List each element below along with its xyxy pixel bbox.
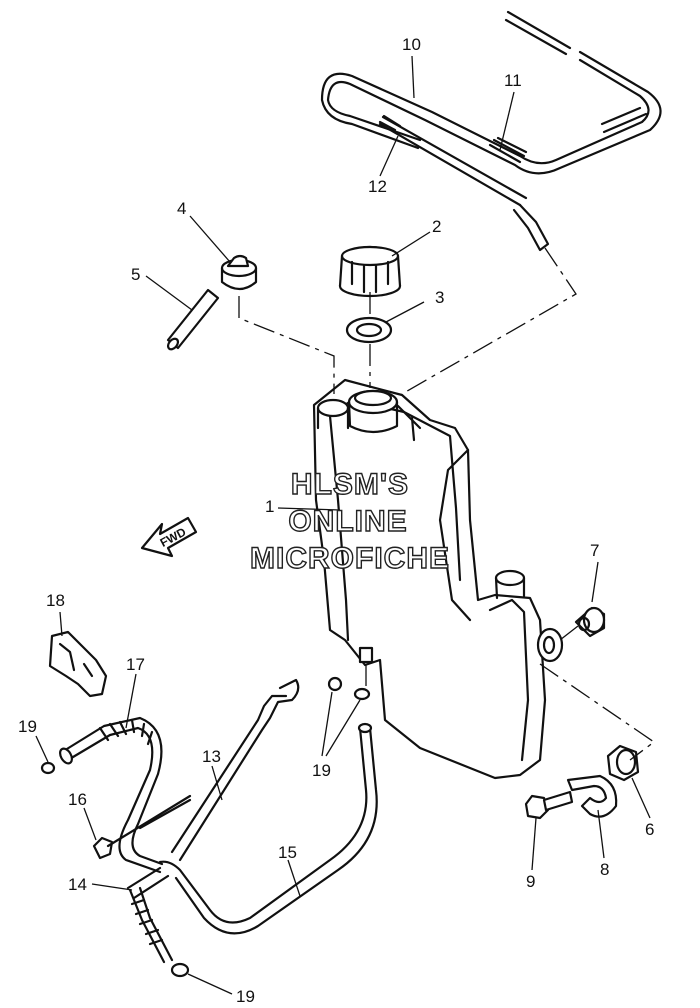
- callout-11: 11: [504, 71, 522, 90]
- watermark-line-1: HLSM'S: [291, 468, 409, 501]
- gasket-3: [345, 316, 393, 344]
- callout-3: 3: [435, 288, 444, 307]
- hose-15: [158, 722, 378, 935]
- watermark: HLSM'S ONLINE MICROFICHE: [249, 467, 450, 575]
- grommet-6: [606, 744, 640, 782]
- callout-10: 10: [402, 35, 421, 54]
- bracket-8: [566, 774, 618, 818]
- assembly-line-fitting: [238, 296, 335, 394]
- callout-19-lower: 19: [236, 987, 255, 1006]
- callout-16: 16: [68, 790, 87, 809]
- fitting-4: [220, 254, 258, 291]
- tank-cap-2: [338, 245, 402, 298]
- hose-14: [126, 866, 174, 964]
- reservoir-tank-1: [312, 378, 564, 780]
- callout-2: 2: [432, 217, 441, 236]
- callout-19-mid: 19: [312, 761, 331, 780]
- hose-13: [138, 678, 300, 862]
- callout-18: 18: [46, 591, 65, 610]
- assembly-line-grommet: [539, 663, 656, 761]
- callout-7: 7: [590, 541, 599, 560]
- callout-19-upper: 19: [18, 717, 37, 736]
- clip-19-lower: [170, 962, 190, 978]
- clip-19-mid: [327, 676, 371, 701]
- watermark-line-3: MICROFICHE: [250, 542, 450, 575]
- assembly-line-collar: [559, 625, 579, 641]
- callout-1: 1: [265, 497, 274, 516]
- fwd-arrow-icon: FWD: [140, 516, 198, 558]
- leader-lines: [35, 55, 651, 995]
- callout-6: 6: [645, 820, 654, 839]
- callout-8: 8: [600, 860, 609, 879]
- assembly-line-breather: [401, 247, 577, 395]
- breather-hose-10: [320, 10, 662, 175]
- callout-15: 15: [278, 843, 297, 862]
- hose-17: [59, 716, 164, 874]
- plug-16: [92, 794, 192, 860]
- callout-13: 13: [202, 747, 221, 766]
- callout-5: 5: [131, 265, 140, 284]
- watermark-line-2: ONLINE: [288, 505, 407, 538]
- callout-17: 17: [126, 655, 145, 674]
- bolt-9: [524, 790, 574, 820]
- callout-4: 4: [177, 199, 186, 218]
- breather-tube-12: [378, 114, 550, 252]
- clip-19-upper: [40, 761, 56, 775]
- pipe-5: [166, 288, 220, 351]
- callout-14: 14: [68, 875, 87, 894]
- callout-12: 12: [368, 177, 387, 196]
- collar-7: [574, 606, 606, 638]
- clip-18: [48, 630, 108, 698]
- callout-9: 9: [526, 872, 535, 891]
